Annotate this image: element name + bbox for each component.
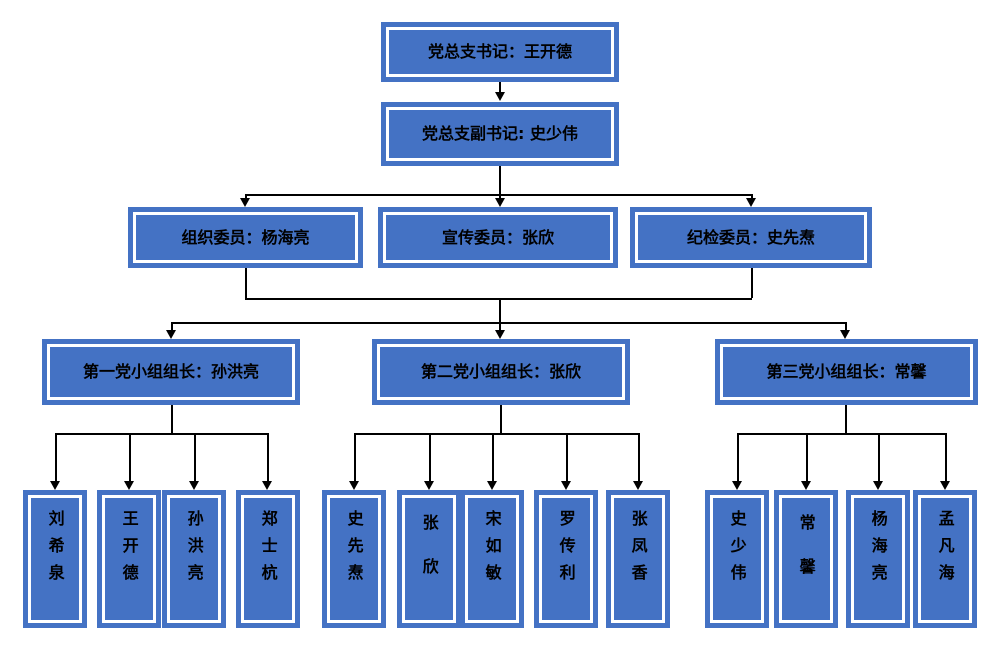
node-committee-discipline-label: 纪检委员：史先焘 [686,227,815,247]
node-secretary: 党总支书记：王开德 [381,22,619,82]
node-secretary-label: 党总支书记：王开德 [427,42,572,62]
arrow-down-icon [487,481,497,490]
node-group3-leader-label: 第三党小组组长：常馨 [766,362,927,382]
node-group1-leader-label: 第一党小组组长：孙洪亮 [82,362,259,382]
member-name: 刘希泉 [45,510,65,591]
connector-line [194,433,196,482]
connector-line [55,433,268,435]
connector-line [492,433,494,482]
arrow-down-icon [633,481,643,490]
connector-line [499,166,501,200]
connector-line [845,322,847,331]
arrow-down-icon [495,330,505,339]
arrow-down-icon [873,481,883,490]
connector-line [429,433,431,482]
arrow-down-icon [124,481,134,490]
member-name: 孟凡海 [935,510,955,591]
connector-line [499,298,501,331]
node-member: 郑士杭 [236,490,300,628]
node-member: 张欣 [397,490,461,628]
connector-line [806,433,808,482]
connector-line [566,433,568,482]
connector-line [354,433,638,435]
node-member: 王开德 [97,490,161,628]
node-group1-leader: 第一党小组组长：孙洪亮 [42,339,300,405]
connector-line [751,194,753,200]
member-name: 罗传利 [556,510,576,591]
member-name: 郑士杭 [258,510,278,591]
arrow-down-icon [262,481,272,490]
arrow-down-icon [349,481,359,490]
node-member: 史先焘 [322,490,386,628]
connector-line [638,433,640,482]
arrow-down-icon [50,481,60,490]
arrow-down-icon [746,198,756,207]
arrow-down-icon [732,481,742,490]
connector-line [878,433,880,482]
arrow-down-icon [801,481,811,490]
node-member: 宋如敏 [460,490,524,628]
member-name: 宋如敏 [482,510,502,591]
connector-line [171,322,846,324]
node-member: 孟凡海 [913,490,977,628]
connector-line [245,194,752,196]
connector-line [945,433,947,482]
member-name: 史少伟 [727,510,747,591]
member-name: 史先焘 [344,510,364,591]
arrow-down-icon [940,481,950,490]
connector-line [245,194,247,200]
node-committee-publicity: 宣传委员：张欣 [378,207,618,268]
arrow-down-icon [189,481,199,490]
node-group2-leader: 第二党小组组长：张欣 [372,339,630,405]
node-member: 杨海亮 [846,490,910,628]
node-committee-organization: 组织委员：杨海亮 [128,207,363,268]
node-member: 孙洪亮 [162,490,226,628]
member-name: 王开德 [119,510,139,591]
connector-line [245,298,752,300]
node-deputy-secretary-label: 党总支副书记: 史少伟 [422,124,578,144]
node-committee-discipline: 纪检委员：史先焘 [630,207,872,268]
node-member: 罗传利 [534,490,598,628]
member-name: 杨海亮 [868,510,888,591]
connector-line [845,405,847,433]
connector-line [171,322,173,331]
member-name: 孙洪亮 [184,510,204,591]
member-name: 张欣 [419,514,439,602]
node-member: 常馨 [774,490,838,628]
connector-line [499,82,501,93]
arrow-down-icon [495,92,505,101]
arrow-down-icon [840,330,850,339]
connector-line [737,433,739,482]
arrow-down-icon [561,481,571,490]
connector-line [245,268,247,298]
member-name: 张凤香 [628,510,648,591]
connector-line [354,433,356,482]
node-group2-leader-label: 第二党小组组长：张欣 [420,362,581,382]
connector-line [267,433,269,482]
node-group3-leader: 第三党小组组长：常馨 [715,339,978,405]
connector-line [751,268,753,298]
connector-line [500,405,502,433]
arrow-down-icon [240,198,250,207]
node-committee-publicity-label: 宣传委员：张欣 [441,227,554,247]
connector-line [55,433,57,482]
arrow-down-icon [495,198,505,207]
node-member: 史少伟 [705,490,769,628]
member-name: 常馨 [796,514,816,602]
node-deputy-secretary: 党总支副书记: 史少伟 [381,102,619,166]
arrow-down-icon [166,330,176,339]
connector-line [737,433,945,435]
node-member: 张凤香 [606,490,670,628]
node-committee-organization-label: 组织委员：杨海亮 [181,227,310,247]
connector-line [171,405,173,433]
node-member: 刘希泉 [23,490,87,628]
arrow-down-icon [424,481,434,490]
connector-line [129,433,131,482]
